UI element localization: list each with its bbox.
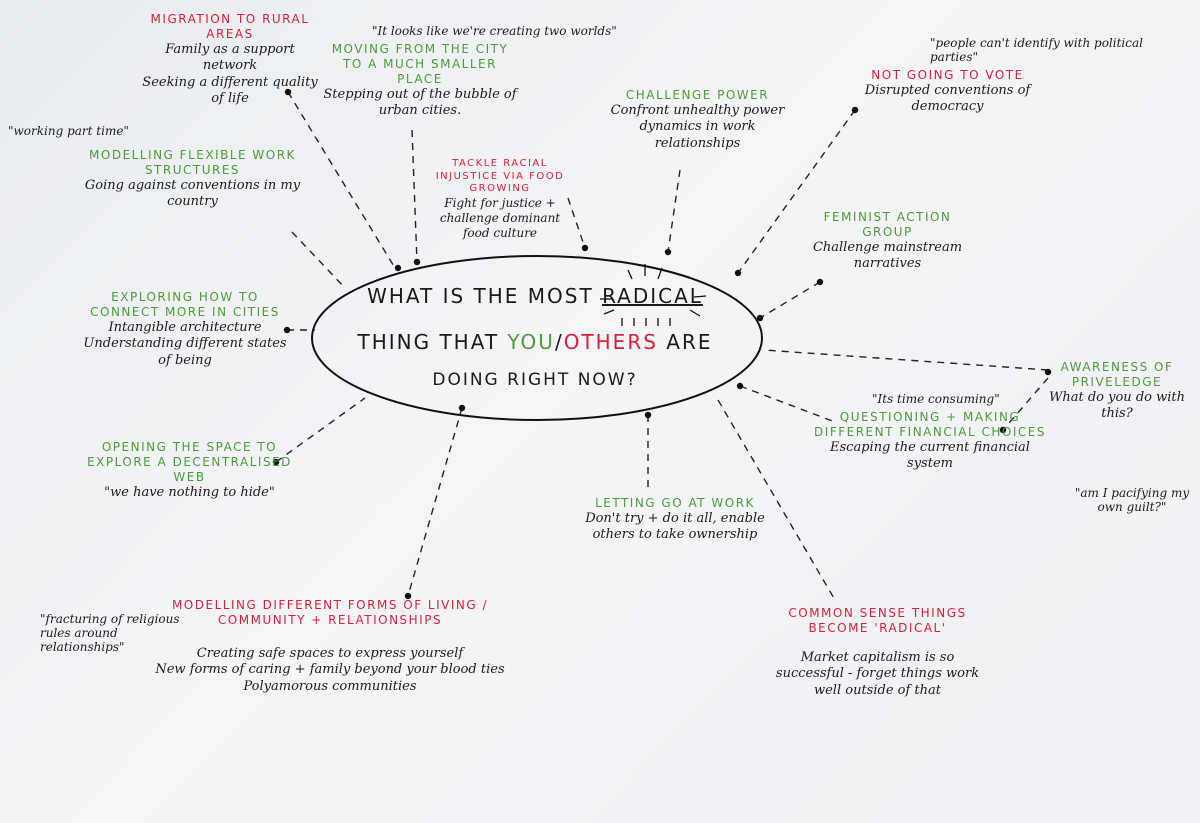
central-question: WHAT IS THE MOST RADICAL THING THAT YOU/…	[330, 268, 740, 408]
central-line3-text: DOING RIGHT NOW?	[432, 370, 638, 390]
dot-moving-city-end	[413, 258, 421, 266]
dot-connect-cities	[283, 326, 291, 334]
node-tackle-racial: TACKLE RACIAL INJUSTICE VIA FOOD GROWING…	[425, 158, 575, 241]
node-title: QUESTIONING + MAKING DIFFERENT FINANCIAL…	[814, 410, 1046, 439]
node-desc: Fight for justice + challenge dominant f…	[439, 195, 561, 240]
dot-letting-go	[644, 411, 652, 419]
node-feminist: FEMINIST ACTION GROUP Challenge mainstre…	[800, 210, 975, 273]
node-moving-city: MOVING FROM THE CITY TO A MUCH SMALLER P…	[320, 42, 520, 120]
dot-feminist	[816, 278, 824, 286]
dot-financial-end	[999, 426, 1007, 434]
node-not-voting: NOT GOING TO VOTE Disrupted conventions …	[860, 68, 1035, 116]
node-desc: Disrupted conventions of democracy	[864, 83, 1031, 115]
node-desc: Polyamorous communities	[243, 678, 417, 694]
node-desc: Market capitalism is so successful - for…	[775, 650, 980, 698]
central-line2-text: THING THAT	[357, 330, 500, 354]
node-living-forms: MODELLING DIFFERENT FORMS OF LIVING / CO…	[155, 598, 505, 695]
node-title: FEMINIST ACTION GROUP	[823, 210, 952, 239]
node-desc: Stepping out of the bubble of urban citi…	[323, 87, 517, 119]
node-migration: MIGRATION TO RURAL AREAS Family as a sup…	[140, 12, 320, 107]
node-financial: QUESTIONING + MAKING DIFFERENT FINANCIAL…	[810, 410, 1050, 473]
radiant-marks-icon	[600, 264, 707, 326]
node-challenge-power: CHALLENGE POWER Confront unhealthy power…	[610, 88, 785, 152]
node-title: MODELLING FLEXIBLE WORK STRUCTURES	[89, 148, 296, 177]
node-decentralised: OPENING THE SPACE TO EXPLORE A DECENTRAL…	[72, 440, 307, 501]
dot-living-forms	[458, 404, 466, 412]
dot-tackle-racial-end	[581, 244, 589, 252]
node-title: MODELLING DIFFERENT FORMS OF LIVING / CO…	[171, 598, 489, 627]
node-title: EXPLORING HOW TO CONNECT MORE IN CITIES	[90, 290, 280, 319]
node-common-sense: COMMON SENSE THINGS BECOME 'RADICAL' Mar…	[770, 606, 985, 699]
dot-privilege	[1044, 368, 1052, 376]
node-flexible-work: MODELLING FLEXIBLE WORK STRUCTURES Going…	[70, 148, 315, 211]
connector-living-forms	[407, 407, 463, 597]
central-ellipse	[311, 255, 763, 421]
dot-migration	[284, 88, 292, 96]
node-desc: Creating safe spaces to express yourself	[196, 646, 464, 661]
dot-challenge-power-end	[664, 248, 672, 256]
quote-time-consuming: "Its time consuming"	[872, 392, 1000, 406]
others-word: OTHERS	[563, 330, 658, 354]
connector-privilege	[763, 349, 1049, 371]
quote-religious: "fracturing of religious rules around re…	[40, 612, 180, 654]
slash-text: /	[554, 330, 564, 354]
connector-moving-city	[411, 129, 418, 263]
connector-challenge-power	[667, 169, 681, 253]
node-desc: Understanding different states of being	[83, 336, 287, 368]
central-line1-text: WHAT IS THE MOST	[367, 284, 594, 308]
quote-guilt: "am I pacifying my own guilt?"	[1074, 486, 1190, 514]
dot-decentralised	[272, 458, 280, 466]
dot-not-voting-end	[734, 269, 742, 277]
node-title: OPENING THE SPACE TO EXPLORE A DECENTRAL…	[87, 440, 292, 484]
node-letting-go: LETTING GO AT WORK Don't try + do it all…	[575, 496, 775, 544]
connector-feminist	[759, 281, 821, 319]
node-desc: Confront unhealthy power dynamics in wor…	[610, 103, 785, 151]
you-word: YOU	[507, 330, 555, 354]
are-word: ARE	[666, 330, 713, 354]
node-connect-cities: EXPLORING HOW TO CONNECT MORE IN CITIES …	[80, 290, 290, 369]
node-title: MOVING FROM THE CITY TO A MUCH SMALLER P…	[331, 42, 509, 86]
node-privilege: AWARENESS OF PRIVELEDGE What do you do w…	[1042, 360, 1192, 423]
connector-decentralised	[275, 397, 366, 463]
node-desc: Seeking a different quality of life	[142, 74, 318, 106]
dot-not-voting	[851, 106, 859, 114]
node-title: NOT GOING TO VOTE	[871, 68, 1024, 82]
node-title: TACKLE RACIAL INJUSTICE VIA FOOD GROWING	[435, 158, 565, 194]
dot-feminist-end	[756, 314, 764, 322]
node-desc: What do you do with this?	[1049, 390, 1185, 422]
node-desc: Challenge mainstream narratives	[812, 240, 963, 272]
connector-financial	[739, 385, 836, 423]
node-title: LETTING GO AT WORK	[595, 496, 755, 510]
connector-migration	[287, 91, 396, 269]
node-title: CHALLENGE POWER	[625, 88, 770, 102]
dot-living-forms-end	[404, 592, 412, 600]
quote-part-time: "working part time"	[8, 124, 129, 138]
node-desc: Family as a support network	[165, 42, 295, 74]
node-desc: Going against conventions in my country	[84, 178, 301, 210]
node-title: COMMON SENSE THINGS BECOME 'RADICAL'	[788, 606, 967, 635]
node-desc: "we have nothing to hide"	[104, 485, 275, 500]
node-desc: Escaping the current financial system	[830, 440, 1030, 472]
dot-migration-end	[394, 264, 402, 272]
node-title: MIGRATION TO RURAL AREAS	[150, 12, 310, 41]
connector-privilege-financial	[1002, 377, 1049, 431]
node-desc: Intangible architecture	[108, 320, 262, 335]
quote-two-worlds: "It looks like we're creating two worlds…	[372, 24, 617, 38]
radical-word: RADICAL	[602, 284, 703, 308]
node-desc: New forms of caring + family beyond your…	[155, 662, 505, 678]
dot-financial-start	[736, 382, 744, 390]
node-title: AWARENESS OF PRIVELEDGE	[1060, 360, 1174, 389]
node-desc: Don't try + do it all, enable others to …	[585, 511, 765, 543]
connector-tackle-racial	[567, 197, 586, 249]
quote-political-parties: "people can't identify with political pa…	[930, 36, 1143, 64]
